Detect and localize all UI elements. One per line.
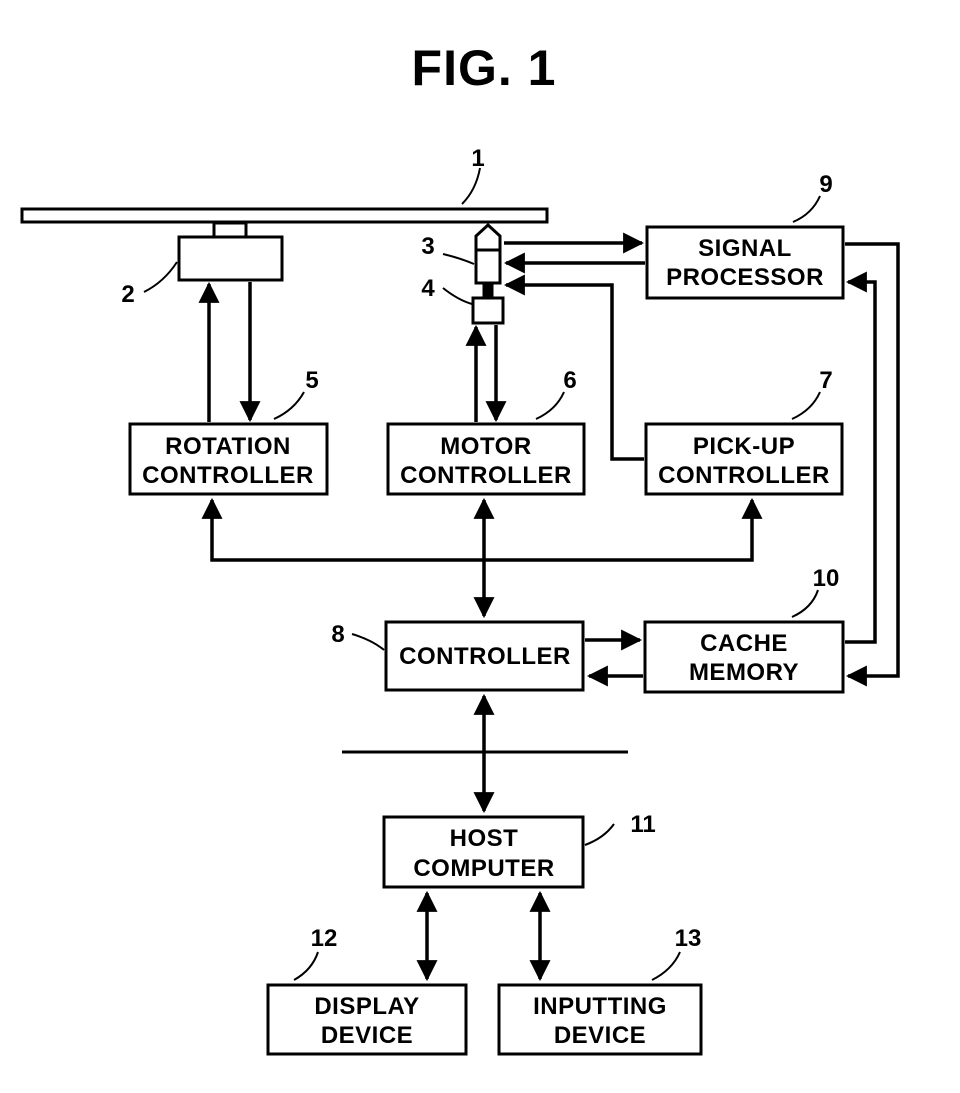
pickup-controller-label-1: PICK-UP [693,433,795,460]
display-device-leader [294,952,318,980]
spindle-motor-leader [144,262,177,292]
signal-processor-leader [793,196,820,222]
disc [22,209,547,222]
arrow-bus-to-pickup-controller [485,500,752,560]
motor-controller-leader [536,392,564,419]
pickup-head [476,225,500,283]
rotation-controller-ref: 5 [305,367,318,394]
host-computer-label-1: HOST [450,825,519,852]
signal-processor-label-1: SIGNAL [698,235,792,262]
signal-processor-ref: 9 [819,171,832,198]
arrow-bus-to-rotation-controller [212,500,485,560]
cache-memory-ref: 10 [813,565,840,592]
host-computer-label-2: COMPUTER [413,855,554,882]
controller-ref: 8 [331,621,344,648]
spindle-shaft [214,223,246,237]
rotation-controller-label-2: CONTROLLER [142,462,314,489]
cache-memory-label-2: MEMORY [689,659,799,686]
arrow-cache-to-signal-processor [845,282,875,642]
arrow-signal-processor-to-cache [845,244,898,676]
pickup-motor-ref: 4 [421,275,435,302]
signal-processor-label-2: PROCESSOR [666,264,824,291]
cache-memory-leader [792,590,818,617]
inputting-device-leader [652,952,680,980]
motor-controller-label-2: CONTROLLER [400,462,572,489]
controller-label: CONTROLLER [399,643,571,670]
inputting-device-label-2: DEVICE [554,1022,646,1049]
inputting-device-ref: 13 [675,925,702,952]
pickup-connector [484,283,492,298]
display-device-label-2: DEVICE [321,1022,413,1049]
host-computer-ref: 11 [630,811,655,838]
spindle-motor-ref: 2 [121,281,134,308]
pickup-motor [473,298,503,323]
pickup-head-ref: 3 [421,233,434,260]
pickup-controller-leader [792,392,820,419]
display-device-ref: 12 [311,925,338,952]
inputting-device-label-1: INPUTTING [533,993,667,1020]
controller-leader [352,634,384,650]
display-device-label-1: DISPLAY [314,993,419,1020]
rotation-controller-leader [274,392,304,419]
disc-leader [462,168,480,204]
disc-ref: 1 [471,145,484,172]
cache-memory-label-1: CACHE [700,630,788,657]
host-computer-leader [585,824,614,845]
spindle-motor [179,237,282,280]
pickup-head-leader [443,254,474,264]
motor-controller-ref: 6 [563,367,576,394]
motor-controller-label-1: MOTOR [440,433,531,460]
pickup-controller-label-2: CONTROLLER [658,462,830,489]
figure-title: FIG. 1 [412,40,557,96]
pickup-controller-ref: 7 [819,367,832,394]
rotation-controller-label-1: ROTATION [165,433,291,460]
pickup-motor-leader [443,288,472,304]
